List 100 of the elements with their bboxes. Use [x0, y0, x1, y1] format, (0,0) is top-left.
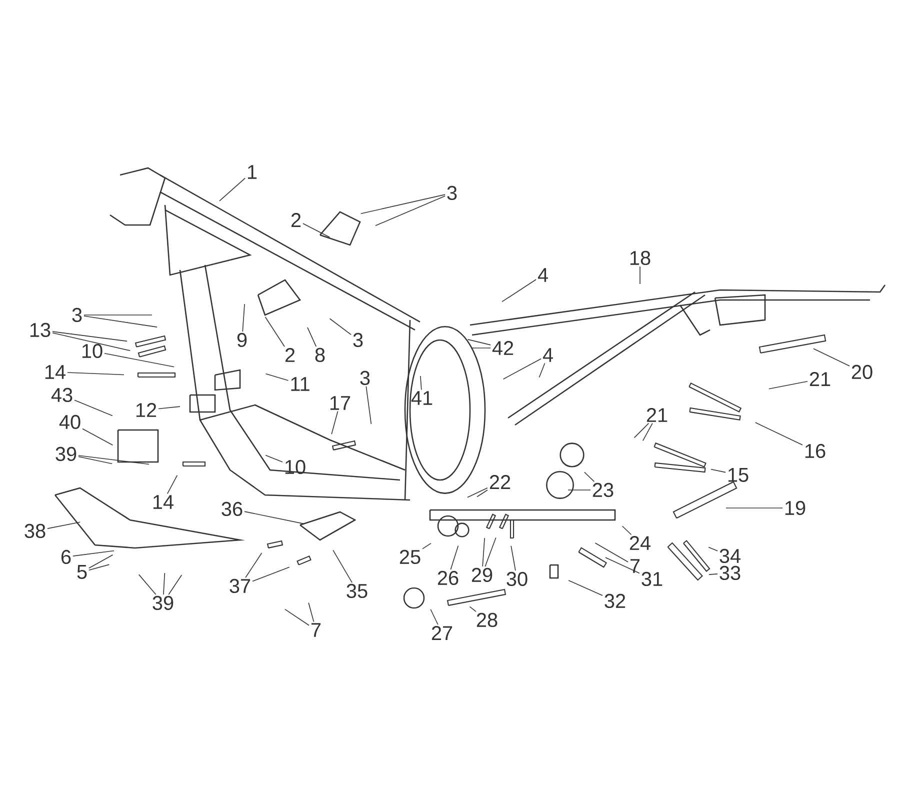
callout-number: 32	[604, 594, 626, 608]
leader-line	[265, 454, 283, 462]
callout-number: 7	[630, 559, 640, 573]
leader-line	[245, 552, 262, 578]
callout-number: 21	[646, 408, 668, 422]
callout-number: 6	[61, 550, 71, 564]
callout-number: 31	[642, 572, 662, 586]
callout-number: 3	[353, 332, 363, 348]
leader-line	[584, 472, 595, 482]
leader-line	[302, 223, 330, 238]
callout-number: 10	[82, 344, 102, 358]
leader-line	[329, 318, 352, 336]
leader-line	[82, 428, 114, 446]
leader-line	[307, 327, 317, 347]
callout-number: 18	[630, 250, 650, 266]
callout-number: 23	[592, 482, 614, 498]
callout-number: 3	[360, 370, 370, 386]
callout-number: 17	[330, 396, 350, 410]
leader-line	[430, 608, 438, 626]
leader-line	[375, 196, 446, 226]
callout-number: 29	[472, 568, 492, 582]
leader-line	[642, 422, 653, 442]
leader-line	[52, 331, 128, 342]
leader-line	[67, 372, 124, 376]
leader-line	[476, 490, 488, 498]
leader-line	[605, 557, 640, 574]
leader-line	[264, 316, 285, 348]
callout-number: 14	[45, 365, 66, 379]
leader-line	[467, 487, 488, 498]
callout-number: 2	[291, 213, 301, 227]
callout-number: 20	[852, 364, 872, 380]
leader-line	[482, 538, 485, 567]
callout-number: 41	[411, 391, 432, 405]
callout-number: 43	[51, 388, 72, 402]
callout-number: 35	[346, 584, 368, 598]
callout-number: 24	[630, 536, 650, 550]
leader-line	[420, 376, 422, 390]
callout-number: 8	[315, 348, 325, 362]
leader-line	[813, 348, 850, 366]
callout-number: 27	[432, 626, 452, 640]
callout-number: 5	[77, 565, 87, 579]
callout-number: 30	[506, 572, 528, 586]
leader-line	[72, 550, 114, 556]
leader-line	[622, 526, 632, 536]
callout-number: 39	[152, 596, 174, 610]
leader-line	[252, 566, 290, 582]
callout-number: 15	[728, 468, 748, 482]
leader-line	[78, 456, 113, 464]
callout-number: 34	[720, 548, 740, 564]
callout-number: 21	[810, 372, 830, 386]
callout-number: 22	[490, 475, 510, 489]
callout-number: 3	[72, 308, 82, 322]
callout-number: 33	[720, 566, 740, 580]
leader-line	[78, 455, 150, 465]
callout-number: 19	[785, 500, 806, 516]
leader-line	[467, 339, 491, 346]
leader-line	[88, 564, 110, 570]
callout-number: 39	[56, 446, 76, 462]
leader-line	[52, 332, 131, 352]
leader-line	[484, 537, 496, 567]
leader-line	[366, 386, 372, 424]
leader-line	[708, 574, 718, 575]
callout-number: 3	[447, 186, 457, 200]
leader-line	[163, 572, 166, 595]
leader-line	[138, 574, 156, 595]
leader-line	[104, 352, 175, 368]
leader-line	[219, 178, 246, 202]
leader-line	[242, 304, 245, 332]
leader-line	[308, 602, 314, 622]
callout-number: 26	[438, 570, 458, 586]
leader-line	[502, 358, 542, 380]
callout-number: 13	[30, 322, 50, 338]
callout-number: 11	[291, 377, 310, 391]
leader-line	[331, 410, 338, 435]
leader-line	[594, 542, 628, 562]
leader-line	[244, 511, 305, 524]
callout-number: 28	[476, 612, 498, 628]
leader-line	[755, 422, 803, 446]
leader-line	[166, 474, 178, 494]
callout-number: 1	[248, 165, 257, 179]
callout-number: 42	[492, 341, 514, 355]
callout-number: 37	[230, 578, 250, 594]
leader-line	[708, 546, 718, 552]
leader-line	[158, 406, 180, 410]
leader-line	[502, 279, 536, 302]
leader-line	[568, 580, 603, 596]
leader-line	[84, 316, 158, 328]
callout-number: 9	[237, 332, 247, 348]
callout-number: 2	[285, 348, 295, 362]
leader-line	[510, 545, 516, 571]
leader-line	[88, 554, 114, 569]
leader-line	[168, 574, 182, 595]
callout-number: 14	[153, 495, 174, 509]
callout-number: 7	[312, 623, 321, 637]
leader-line	[284, 608, 310, 626]
callout-number: 36	[222, 502, 242, 516]
leader-line	[422, 542, 432, 550]
callout-number: 40	[59, 414, 80, 430]
leader-line	[634, 422, 650, 438]
callout-number: 25	[400, 550, 420, 564]
